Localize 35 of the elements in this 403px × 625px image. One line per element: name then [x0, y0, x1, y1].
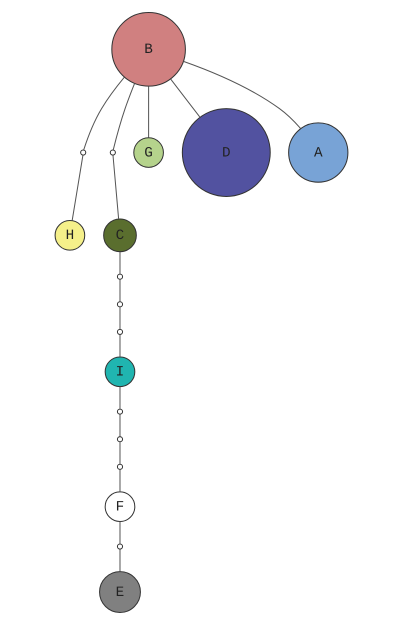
node-circle: [116, 328, 124, 335]
connector: [119, 252, 120, 274]
node-circle: C: [103, 218, 137, 252]
node-circle: [116, 408, 124, 415]
node-circle: F: [104, 491, 136, 522]
node-circle: E: [99, 571, 141, 613]
connector: [72, 155, 84, 220]
node-circle: A: [288, 122, 348, 183]
connector: [119, 414, 120, 436]
connector: [119, 549, 120, 572]
connector: [112, 83, 136, 150]
connector: [119, 522, 120, 544]
connector: [119, 334, 120, 357]
node-circle: I: [104, 356, 136, 388]
node-circle: G: [133, 137, 164, 168]
connector: [170, 78, 200, 118]
connector: [119, 469, 120, 492]
node-circle: D: [182, 108, 271, 197]
node-circle: H: [54, 220, 86, 251]
connector: [119, 442, 120, 464]
connector: [148, 86, 150, 138]
node-circle: B: [111, 12, 186, 87]
connector: [112, 155, 120, 220]
connector: [119, 386, 120, 409]
node-circle: [116, 464, 124, 470]
node-circle: [116, 436, 124, 442]
connector: [183, 60, 301, 129]
node-circle: [116, 274, 124, 280]
node-circle: [110, 149, 116, 156]
node-circle: [116, 544, 124, 550]
connector: [83, 77, 125, 150]
connector: [119, 279, 120, 302]
connector: [119, 307, 120, 330]
node-circle: [116, 301, 124, 308]
node-circle: [80, 149, 86, 156]
